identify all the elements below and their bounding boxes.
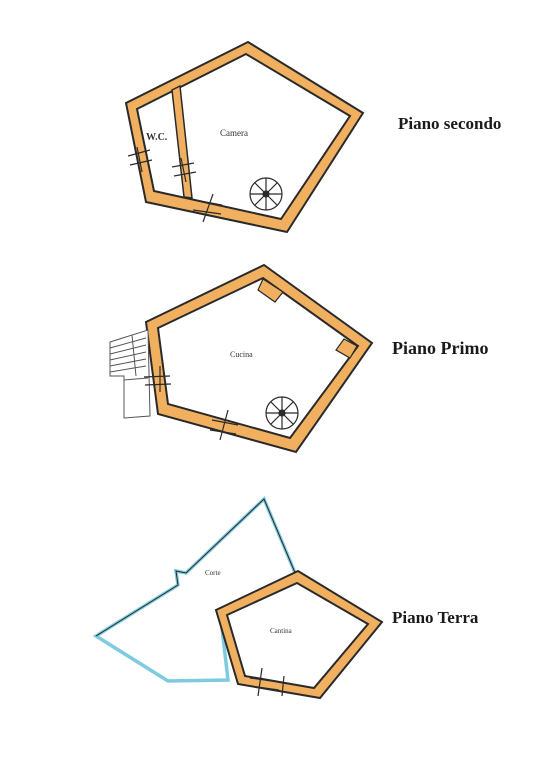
room-label-cucina: Cucina [230, 350, 253, 359]
spiral-staircase-icon [265, 396, 299, 430]
second-floor-plan [124, 40, 365, 234]
first-floor-walls [144, 263, 374, 454]
room-label-cantina: Cantina [270, 627, 292, 635]
ground-floor-title: Piano Terra [392, 608, 479, 627]
corner-block [335, 338, 358, 359]
external-staircase [109, 329, 151, 419]
ground-floor-walls [214, 569, 384, 700]
ground-floor-doors [248, 667, 285, 697]
second-floor-doors [127, 146, 223, 223]
courtyard-outline-ink [95, 498, 297, 637]
second-floor-walls [124, 40, 365, 234]
first-floor-title: Piano Primo [392, 338, 489, 358]
corner-block [257, 278, 284, 303]
ground-floor-plan [92, 495, 384, 700]
first-floor-doors [143, 366, 239, 441]
wc-partition-wall [171, 84, 193, 199]
room-label-camera: Camera [220, 128, 248, 138]
room-label-corte: Corte [205, 569, 221, 577]
second-floor-title: Piano secondo [398, 114, 502, 133]
first-floor-plan [109, 263, 374, 454]
room-label-wc: W.C. [146, 132, 168, 143]
spiral-staircase-icon [249, 177, 283, 211]
